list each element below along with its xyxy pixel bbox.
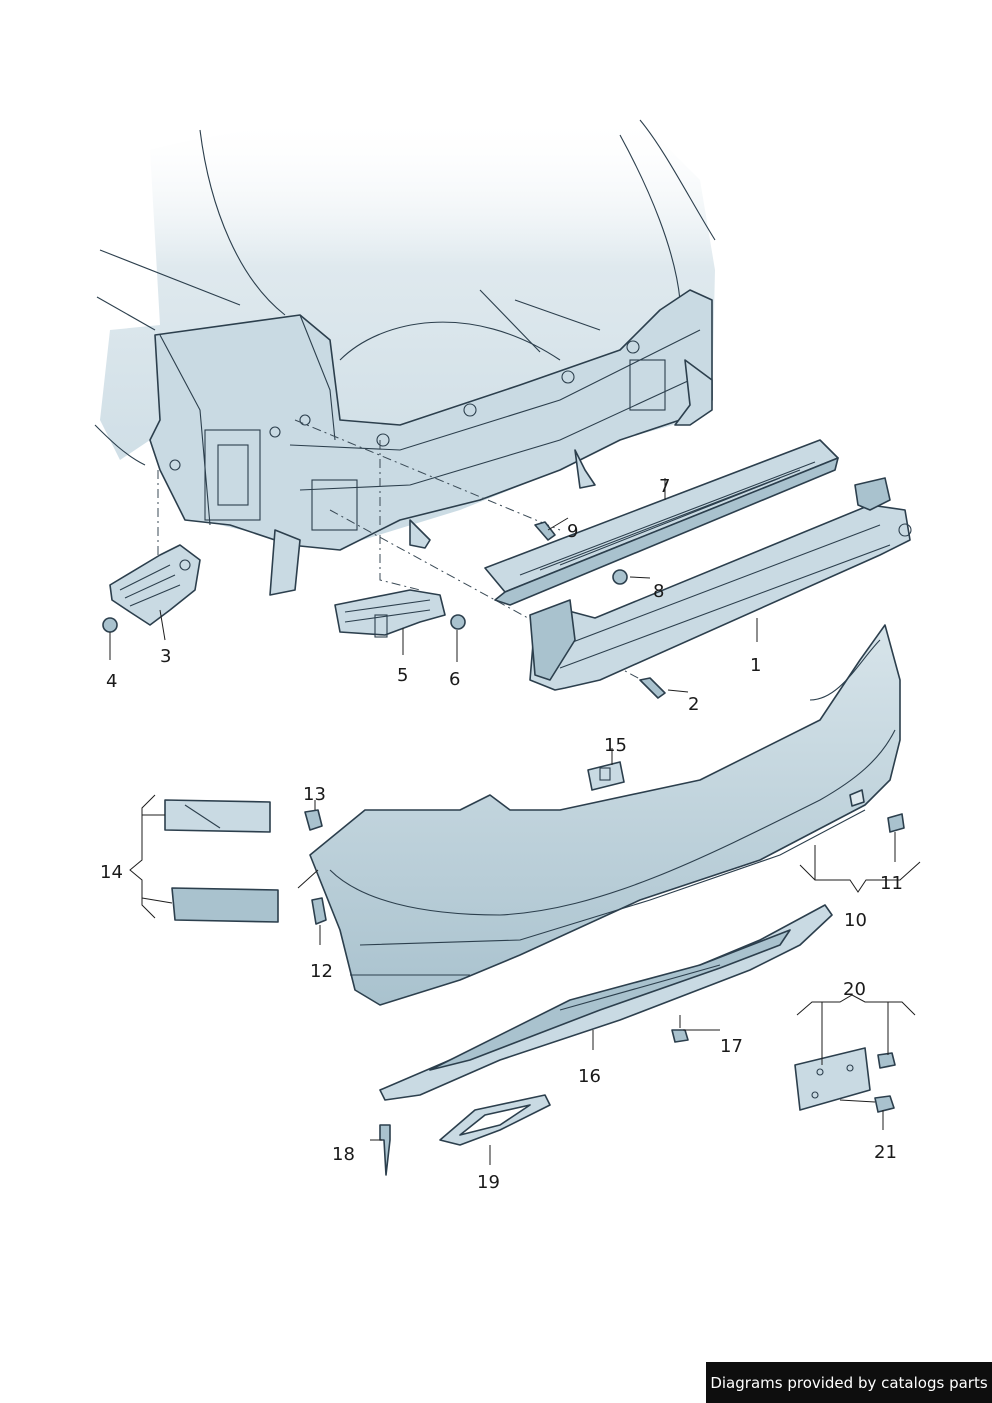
- nut-17: [671, 1029, 689, 1043]
- part-10-bumper-cover: [309, 624, 901, 1006]
- callout-2: 2: [688, 694, 699, 715]
- callout-labels: 1 2 3 4 5 6 7 8 9 10 11 12 13 14 15 16 1…: [100, 476, 903, 1193]
- credit-badge: Diagrams provided by catalogs parts: [706, 1362, 992, 1403]
- callout-14: 14: [100, 862, 123, 883]
- part-14-trim-strips: [164, 799, 279, 923]
- callout-20: 20: [843, 979, 866, 1000]
- callout-11: 11: [880, 873, 903, 894]
- screw-12: [311, 897, 327, 925]
- bolt-9: [534, 521, 556, 541]
- screw-21a: [877, 1052, 896, 1069]
- callout-8: 8: [653, 581, 664, 602]
- part-3-left-bracket: [109, 544, 201, 626]
- callout-5: 5: [397, 665, 408, 686]
- callout-17: 17: [720, 1036, 743, 1057]
- nut-4: [102, 617, 118, 633]
- nut-8: [612, 569, 628, 585]
- callout-16: 16: [578, 1066, 601, 1087]
- screw-21b: [874, 1095, 895, 1113]
- part-16-diffuser: [379, 904, 833, 1101]
- alignment-lines: [157, 419, 661, 691]
- rear-panel: [149, 289, 713, 596]
- credit-text: Diagrams provided by catalogs parts: [710, 1373, 988, 1392]
- bolt-2: [639, 677, 666, 699]
- callout-21: 21: [874, 1142, 897, 1163]
- part-1-impact-member: [529, 477, 912, 691]
- callout-7: 7: [659, 476, 670, 497]
- callout-3: 3: [160, 646, 171, 667]
- rivet-18: [379, 1124, 391, 1176]
- part-7-bumper-guide: [484, 439, 839, 606]
- callout-15: 15: [604, 735, 627, 756]
- callout-9: 9: [567, 521, 578, 542]
- part-5-center-bracket: [334, 589, 446, 638]
- part-15-clip: [587, 761, 625, 791]
- sensor-11: [887, 813, 905, 833]
- callout-10: 10: [844, 910, 867, 931]
- part-20-plate-carrier: [794, 1047, 871, 1111]
- callout-13: 13: [303, 784, 326, 805]
- part-19-trim-frame: [439, 1094, 551, 1146]
- callout-18: 18: [332, 1144, 355, 1165]
- callout-4: 4: [106, 671, 117, 692]
- callout-12: 12: [310, 961, 333, 982]
- nut-6: [450, 614, 466, 630]
- callout-19: 19: [477, 1172, 500, 1193]
- fasteners: [102, 521, 905, 1176]
- callout-6: 6: [449, 669, 460, 690]
- callout-1: 1: [750, 655, 761, 676]
- clip-13: [304, 809, 323, 831]
- leader-lines: [109, 478, 921, 1165]
